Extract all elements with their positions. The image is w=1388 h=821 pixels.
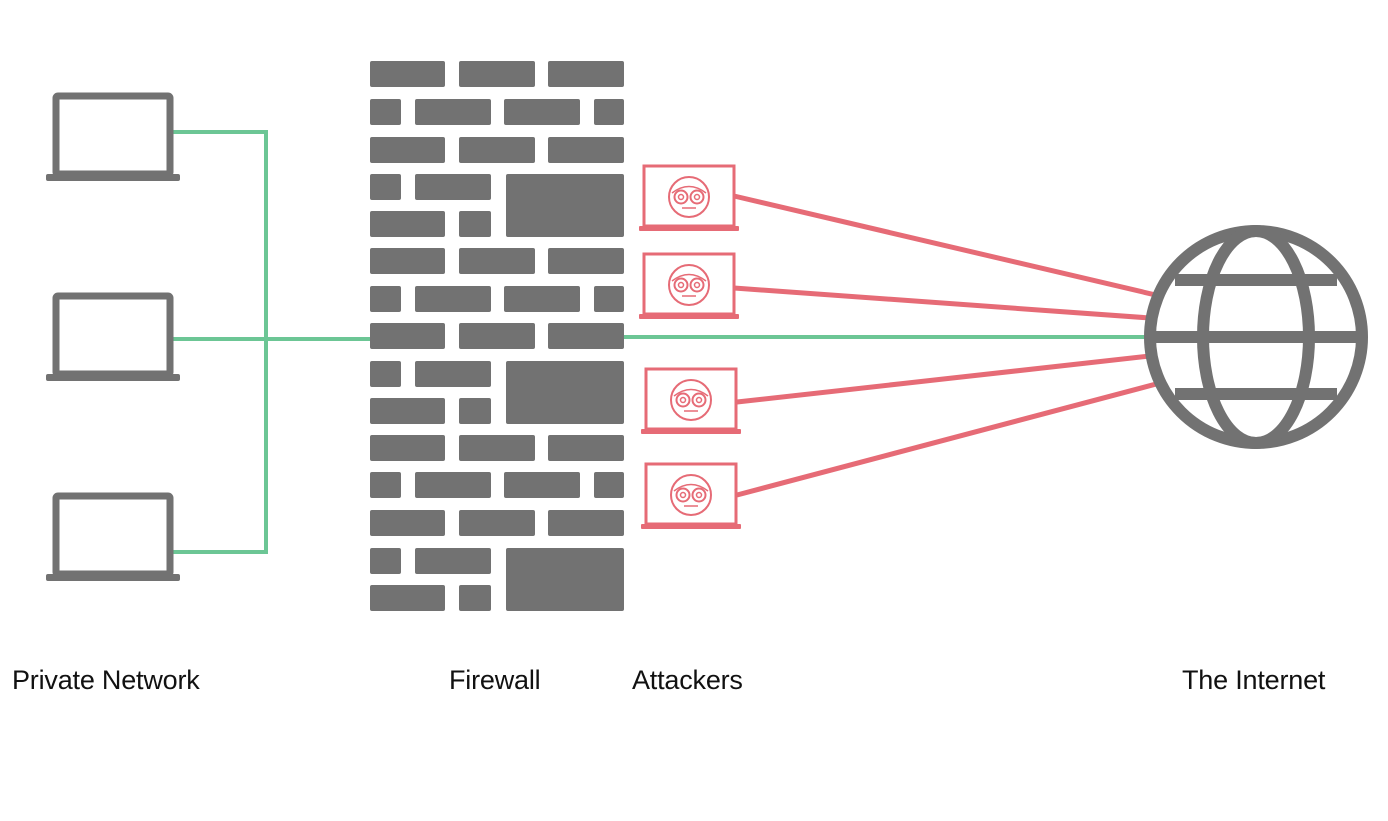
attacker-link-4 bbox=[736, 380, 1161, 498]
laptop-icon bbox=[46, 496, 180, 581]
internet-label: The Internet bbox=[1182, 665, 1326, 695]
robot-laptop-icon bbox=[637, 252, 741, 321]
attackers bbox=[637, 164, 743, 531]
private-network-links bbox=[172, 130, 1150, 554]
attacker-links bbox=[733, 193, 1161, 498]
laptop-icon bbox=[46, 96, 180, 181]
brick-wall-icon bbox=[370, 61, 624, 611]
robot-laptop-icon bbox=[639, 367, 743, 436]
robot-laptop-icon bbox=[637, 164, 741, 233]
globe-icon bbox=[1144, 225, 1368, 449]
private-network-label: Private Network bbox=[12, 665, 200, 695]
attackers-label: Attackers bbox=[632, 665, 743, 695]
laptop-icon bbox=[46, 296, 180, 381]
attacker-link-2 bbox=[733, 285, 1151, 321]
link-laptop-1 bbox=[172, 130, 268, 554]
private-network bbox=[46, 96, 180, 581]
attacker-link-1 bbox=[733, 193, 1161, 299]
robot-laptop-icon bbox=[639, 462, 743, 531]
attacker-link-3 bbox=[736, 353, 1151, 405]
firewall-label: Firewall bbox=[449, 665, 541, 695]
